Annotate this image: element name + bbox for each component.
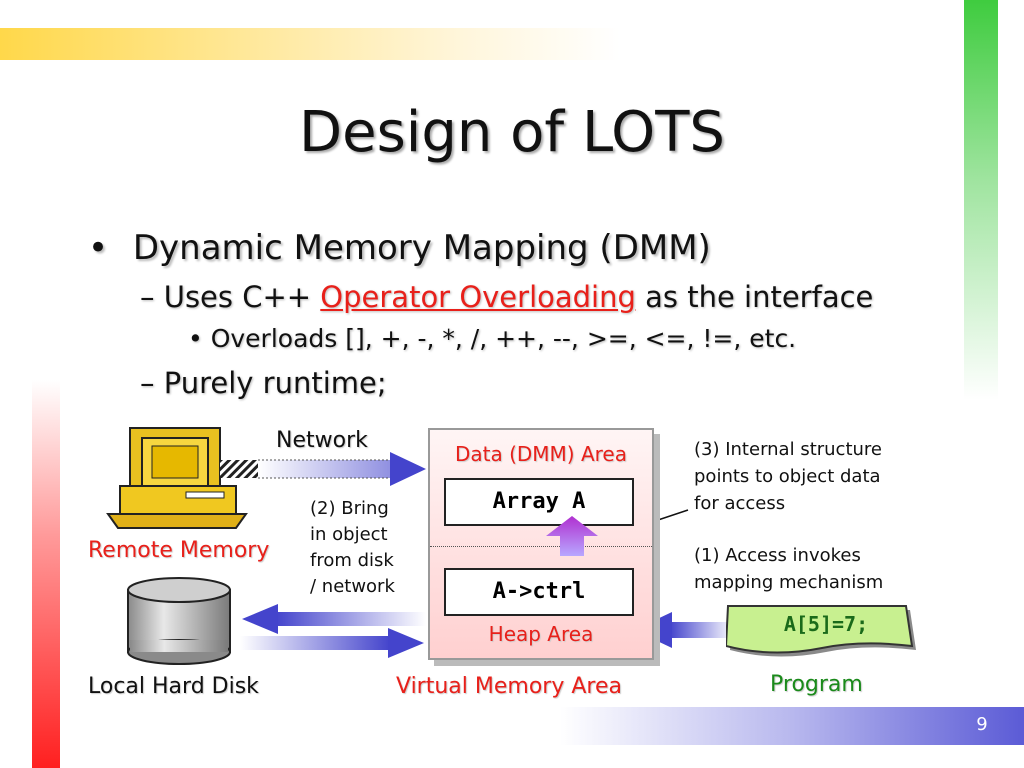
bring-note-line: from disk	[310, 550, 394, 571]
up-arrow-icon	[546, 516, 598, 556]
note-3-line: (3) Internal structure	[694, 439, 882, 460]
bullet-level1: • Dynamic Memory Mapping (DMM)	[88, 228, 711, 268]
bring-note: (2) Bring in object from disk / network	[310, 496, 395, 600]
operator-overloading-link[interactable]: Operator Overloading	[320, 280, 636, 314]
bring-note-line: / network	[310, 576, 395, 597]
program-scroll	[726, 605, 916, 657]
bullet-level2-runtime: – Purely runtime;	[140, 366, 387, 400]
remote-memory-label: Remote Memory	[88, 538, 270, 563]
slide-title: Design of LOTS	[299, 100, 725, 165]
area-divider	[430, 546, 652, 547]
bullet-text-suffix: as the interface	[635, 280, 874, 314]
computer-icon	[106, 427, 248, 529]
local-disk-label: Local Hard Disk	[88, 674, 259, 699]
vm-to-disk-arrow	[242, 604, 426, 634]
left-decor-bar	[32, 380, 60, 768]
bottom-decor-bar	[560, 707, 1024, 745]
right-decor-bar	[964, 0, 998, 400]
network-arrow	[220, 452, 426, 486]
bring-note-line: in object	[310, 524, 388, 545]
bullet-level2-operator: – Uses C++ Operator Overloading as the i…	[140, 280, 873, 314]
bring-note-line: (2) Bring	[310, 498, 389, 519]
program-label: Program	[770, 672, 863, 697]
array-a-box: Array A	[444, 478, 634, 526]
note-3-line: points to object data	[694, 466, 881, 487]
note-3-line: for access	[694, 493, 786, 514]
bullet-marker: •	[88, 228, 109, 268]
ctrl-box: A->ctrl	[444, 568, 634, 616]
disk-icon	[127, 577, 231, 665]
top-decor-bar	[0, 28, 620, 60]
virtual-memory-label: Virtual Memory Area	[396, 674, 622, 699]
bullet-dmm: Dynamic Memory Mapping (DMM)	[132, 228, 711, 268]
heap-area-label: Heap Area	[488, 622, 594, 646]
program-code: A[5]=7;	[783, 612, 869, 636]
data-area-label: Data (DMM) Area	[454, 442, 627, 466]
note-1-line: mapping mechanism	[694, 572, 884, 593]
virtual-memory-box	[428, 428, 654, 660]
note-1-line: (1) Access invokes	[694, 545, 861, 566]
bullet-level3-overloads: • Overloads [], +, -, *, /, ++, --, >=, …	[188, 324, 797, 353]
page-number: 9	[976, 714, 988, 735]
disk-to-vm-arrow	[240, 628, 424, 658]
bullet-text-prefix: – Uses C++	[140, 280, 321, 314]
note-3: (3) Internal structure points to object …	[694, 436, 882, 517]
note-1: (1) Access invokes mapping mechanism	[694, 542, 883, 596]
network-label: Network	[276, 428, 368, 453]
